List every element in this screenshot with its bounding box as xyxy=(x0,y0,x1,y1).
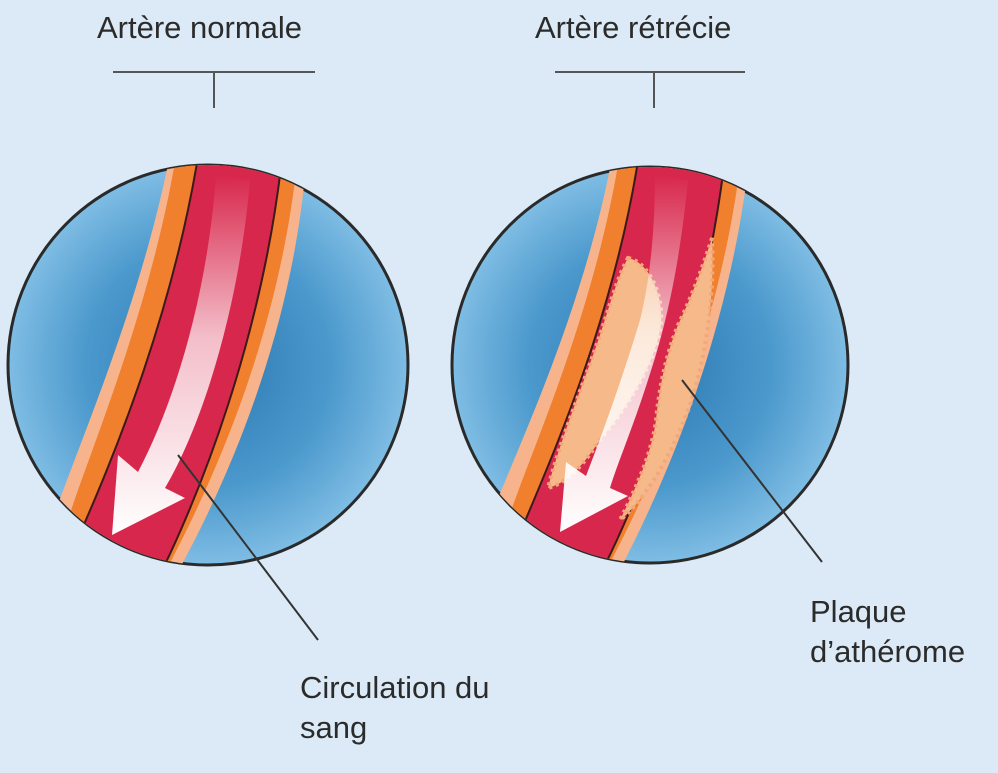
normal-artery-illustration xyxy=(8,72,408,640)
blood-flow-label-line2: sang xyxy=(300,708,490,748)
plaque-label-line2: d’athérome xyxy=(810,632,965,672)
plaque-label-line1: Plaque xyxy=(810,592,965,632)
normal-artery-title: Artère normale xyxy=(97,8,302,48)
blood-flow-label: Circulation du sang xyxy=(300,668,490,748)
plaque-label: Plaque d’athérome xyxy=(810,592,965,672)
narrowed-artery-illustration xyxy=(452,72,848,615)
blood-flow-label-line1: Circulation du xyxy=(300,668,490,708)
narrowed-artery-title: Artère rétrécie xyxy=(535,8,731,48)
